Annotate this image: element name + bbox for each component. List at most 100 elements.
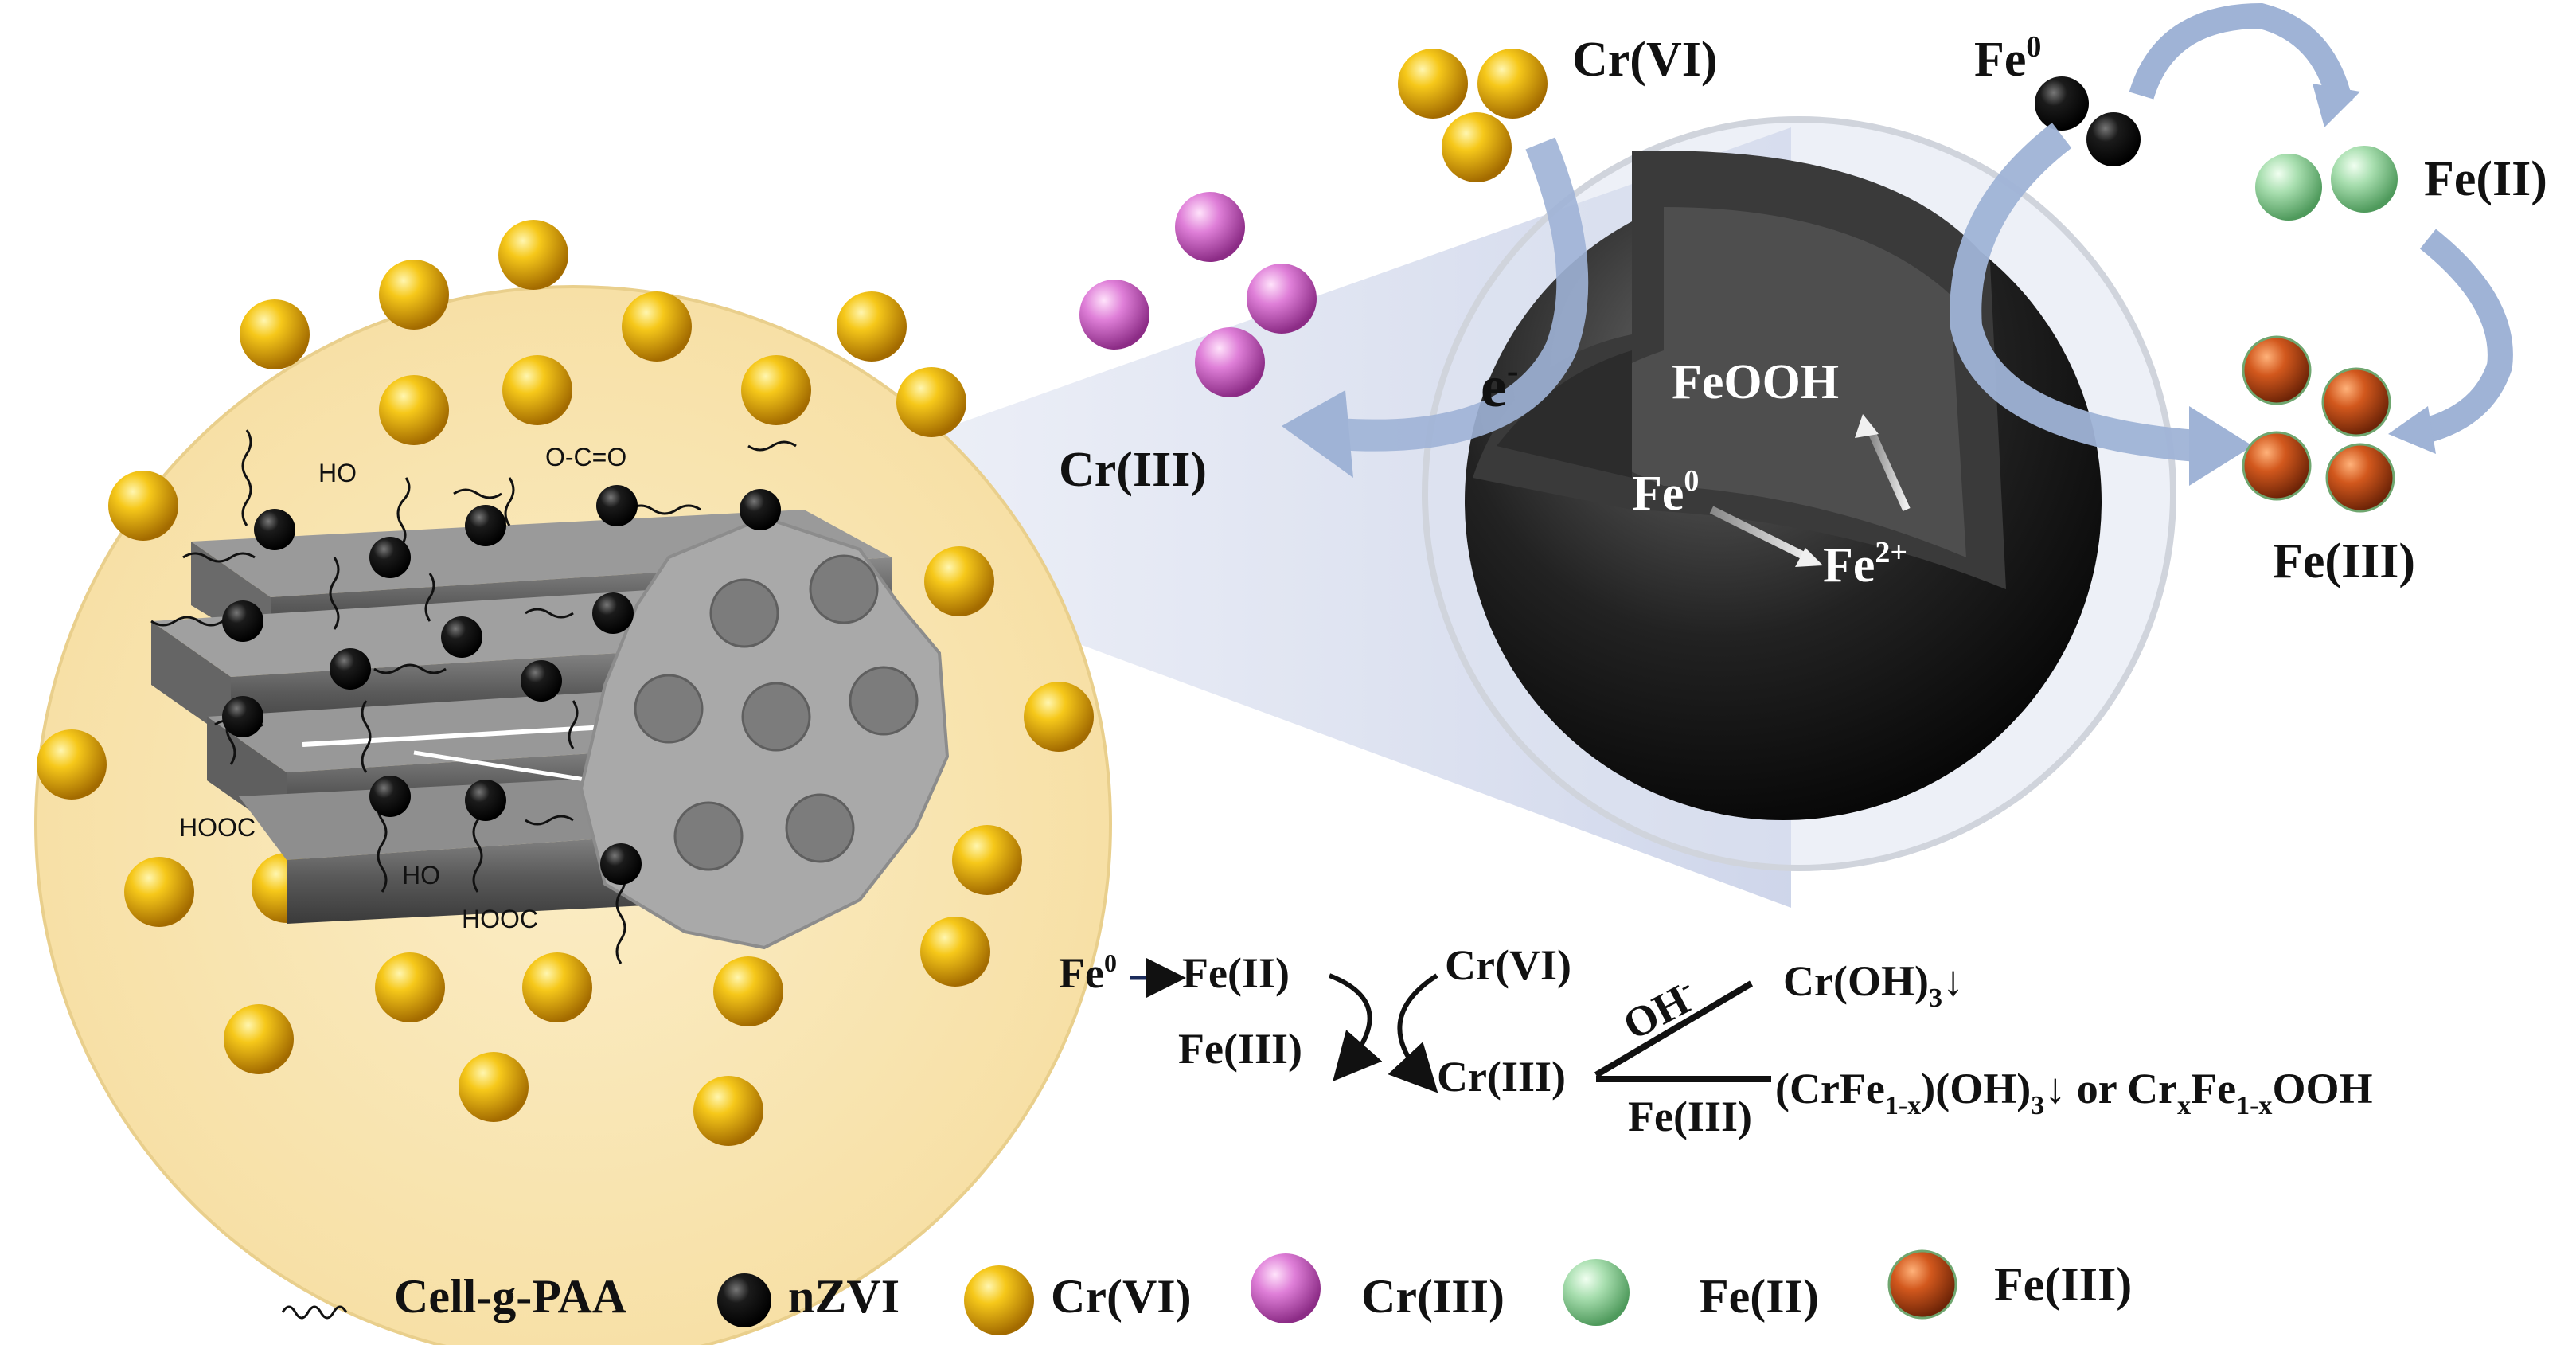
- fe3-right-label: Fe(III): [2273, 534, 2415, 588]
- nzvi-particle: [222, 696, 263, 737]
- core-shell-nzvi-sphere: [1465, 151, 2102, 820]
- cr6-particle: [124, 857, 194, 927]
- reaction-fe2: Fe(II): [1182, 949, 1290, 997]
- cr3-particle: [1195, 327, 1265, 397]
- cr6-particle: [37, 729, 107, 800]
- fe2-particle: [2331, 146, 2398, 213]
- fe2-top-label: Fe(II): [2424, 152, 2547, 206]
- cr6-particle: [498, 220, 568, 290]
- fe2plus-label: Fe2+: [1823, 536, 1907, 592]
- core-fe0-label: Fe0: [1632, 464, 1699, 521]
- cr3-particle: [1175, 192, 1245, 262]
- nzvi-particle: [369, 537, 411, 578]
- nzvi-particle: [465, 505, 506, 546]
- cr6-particle: [713, 956, 783, 1026]
- nzvi-particle: [600, 843, 642, 885]
- fe2-top-cluster: [2255, 146, 2398, 221]
- fe3-particle: [2242, 335, 2312, 405]
- cr6-top-cluster: [1398, 49, 1548, 182]
- fe0-particle: [2035, 76, 2089, 131]
- legend: Cell-g-PAA nZVI Cr(VI) Cr(III) Fe(II) Fe…: [281, 1249, 2132, 1335]
- nzvi-particle: [369, 776, 411, 817]
- cr6-particle: [224, 1004, 294, 1074]
- hydroxyl-label-bottom: HO: [402, 861, 440, 889]
- reaction-products: (CrFe1-x)(OH)3↓ or CrxFe1-xOOH: [1775, 1065, 2372, 1120]
- cr6-particle: [379, 375, 449, 445]
- fe3-particle: [2325, 443, 2395, 513]
- nzvi-particle: [330, 648, 371, 690]
- cr6-particle: [108, 471, 178, 541]
- fe2-particle: [2255, 154, 2322, 221]
- nzvi-particle: [596, 485, 638, 526]
- legend-label-nzvi: nZVI: [788, 1270, 900, 1323]
- yellow-sphere-icon: [964, 1265, 1034, 1335]
- cr6-top-label: Cr(VI): [1572, 33, 1718, 87]
- pink-sphere-icon: [1251, 1253, 1321, 1323]
- reaction-cr6: Cr(VI): [1445, 941, 1571, 989]
- cr6-to-cr3-arrow: [1336, 137, 1589, 452]
- legend-label-cell-g-paa: Cell-g-PAA: [394, 1270, 626, 1323]
- cr6-particle: [459, 1052, 529, 1122]
- cr3-left-label: Cr(III): [1059, 443, 1207, 497]
- fe3-particle: [2321, 367, 2391, 437]
- cr6-particle: [924, 546, 994, 616]
- legend-label-cr6: Cr(VI): [1051, 1270, 1192, 1323]
- ester-label: O-C=O: [545, 443, 626, 471]
- rod-functional-groups: HO O-C=O HOOC HO HOOC: [179, 443, 626, 933]
- cr6-particle: [952, 825, 1022, 895]
- reaction-fe3: Fe(III): [1178, 1025, 1302, 1073]
- cr3-particle: [1079, 280, 1149, 350]
- cr6-particle: [1024, 682, 1094, 752]
- reaction-scheme: Fe0 Fe(II) Fe(III) Cr(VI) Cr(III) OH- Cr…: [1059, 941, 2372, 1140]
- nzvi-particle: [521, 660, 562, 702]
- cr6-particle: [622, 291, 692, 362]
- fe0-to-fe3-arrow: [1950, 123, 2199, 462]
- carboxyl-label-left: HOOC: [179, 813, 256, 842]
- reaction-cr3: Cr(III): [1437, 1053, 1566, 1101]
- cr3-particle: [1247, 264, 1317, 334]
- hydroxyl-label-top: HO: [318, 459, 357, 487]
- electron-label: e-: [1481, 351, 1519, 420]
- fe0-top-label: Fe0: [1974, 30, 2041, 87]
- cr6-to-cr3-arrowhead: [1282, 390, 1353, 478]
- wavy-line-icon: [281, 1305, 348, 1320]
- nzvi-particles-on-rod: [222, 485, 781, 885]
- feooh-label: FeOOH: [1672, 355, 1839, 409]
- carboxyl-label-bottom: HOOC: [462, 905, 538, 933]
- reaction-fe0: Fe0: [1059, 948, 1117, 997]
- reaction-croh3: Cr(OH)3↓: [1783, 957, 1964, 1013]
- nzvi-particle: [222, 600, 263, 642]
- cr6-particle: [379, 260, 449, 330]
- fe0-top-cluster: [2035, 76, 2141, 166]
- core-reaction-arrows: [1709, 414, 1911, 567]
- cr6-particle: [502, 355, 572, 425]
- nzvi-particle: [740, 489, 781, 530]
- fe2-to-fe3-arrow: [2419, 229, 2513, 443]
- black-sphere-icon: [717, 1273, 771, 1327]
- cr6-particle: [741, 355, 811, 425]
- cr6-particle: [896, 367, 966, 437]
- fe3-particle: [2242, 431, 2312, 501]
- cr6-particle: [1442, 112, 1512, 182]
- nzvi-particle: [465, 780, 506, 821]
- cr6-particle: [693, 1076, 763, 1146]
- cr6-particles: [37, 220, 1094, 1146]
- fe0-to-fe2-arrow: [2129, 2, 2353, 107]
- legend-label-cr3: Cr(III): [1361, 1270, 1505, 1323]
- fe0-particle: [2086, 112, 2141, 166]
- fe3-cluster: [2242, 335, 2395, 513]
- cr6-particle: [1477, 49, 1548, 119]
- green-sphere-icon: [1563, 1259, 1630, 1326]
- orange-sphere-icon: [1887, 1249, 1957, 1320]
- nzvi-particle: [441, 616, 482, 658]
- cr6-particle: [1398, 49, 1468, 119]
- cr6-particle: [920, 917, 990, 987]
- cr6-particle: [375, 952, 445, 1022]
- reaction-fe3-condition: Fe(III): [1628, 1093, 1752, 1140]
- cr6-particle: [522, 952, 592, 1022]
- nzvi-particle: [254, 509, 295, 550]
- legend-label-fe3: Fe(III): [1994, 1258, 2132, 1311]
- cr6-particle: [837, 291, 907, 362]
- legend-label-fe2: Fe(II): [1700, 1270, 1819, 1323]
